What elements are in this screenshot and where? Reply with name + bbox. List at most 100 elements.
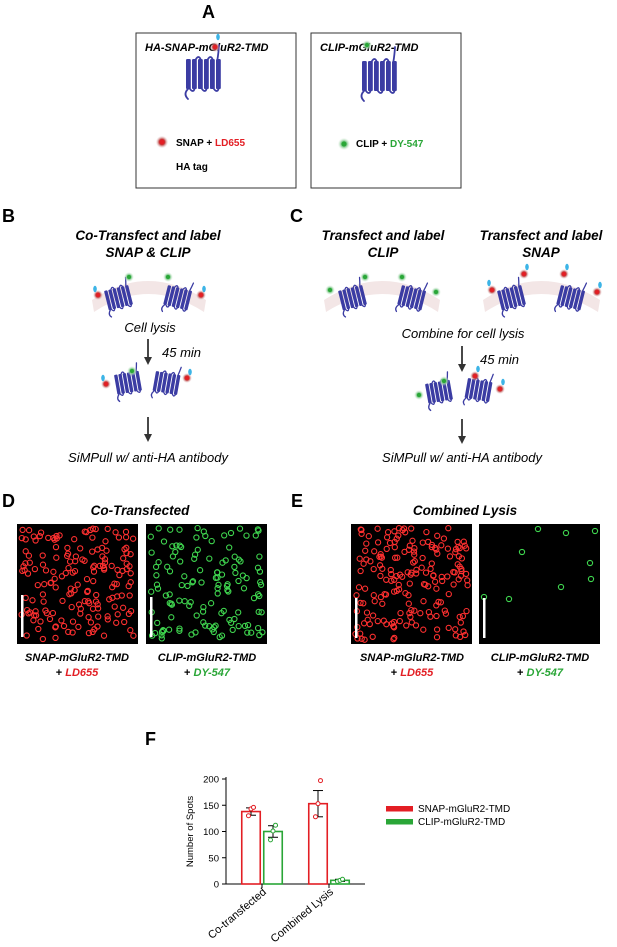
- fluorescent-spot: [104, 616, 111, 623]
- panel-c-right-title-line1: Transfect and label: [480, 228, 603, 243]
- fluorescent-spot: [431, 578, 439, 585]
- fluorescent-spot: [39, 591, 47, 598]
- fluorescent-spot: [81, 557, 88, 564]
- fluorescent-spot: [227, 529, 235, 537]
- fluorescent-spot: [181, 573, 188, 580]
- fluorescent-spot: [36, 532, 43, 540]
- fluorescent-spot: [452, 546, 460, 553]
- fluorescent-spot: [357, 599, 364, 607]
- fluorescent-spot: [196, 567, 204, 574]
- fluorescent-spot: [111, 580, 118, 587]
- fluorescent-spot: [460, 628, 467, 635]
- fluorescent-spot: [462, 570, 470, 578]
- panel-e-caption-right: CLIP-mGluR2-TMD: [491, 652, 589, 664]
- fluorescent-spot: [65, 628, 72, 636]
- fluorescent-spot: [155, 559, 162, 566]
- panel-d-title: Co-Transfected: [91, 503, 191, 518]
- panel-c-dimer-red-b-icon: [495, 384, 505, 394]
- fluorescent-spot: [177, 558, 184, 565]
- fluorescent-spot: [113, 580, 120, 588]
- panel-b-step2: SiMPull w/ anti-HA antibody: [68, 450, 229, 465]
- y-tick-label: 100: [203, 827, 219, 838]
- fluorescent-spot: [379, 600, 386, 607]
- data-point: [340, 876, 345, 882]
- fluorescent-spot: [122, 534, 130, 541]
- fluorescent-spot: [362, 547, 369, 554]
- fluorescent-spot: [445, 525, 452, 532]
- fluorescent-spot: [380, 617, 387, 624]
- fluorescent-spot: [111, 603, 118, 610]
- fluorescent-spot: [390, 588, 398, 595]
- fluorescent-spot: [29, 597, 36, 604]
- fluorescent-spot: [397, 609, 404, 617]
- fluorescent-spot: [47, 579, 54, 587]
- fluorescent-spot: [437, 599, 445, 606]
- fluorescent-spot: [24, 570, 32, 577]
- fluorescent-spot: [452, 626, 459, 633]
- panel-c-right-red-b-icon: [519, 269, 529, 279]
- fluorescent-spot: [254, 591, 262, 598]
- fluorescent-spot: [193, 612, 200, 619]
- fluorescent-spot: [176, 625, 183, 632]
- fluorescent-spot: [562, 529, 570, 537]
- fluorescent-spot: [52, 543, 60, 551]
- fluorescent-spot: [42, 607, 49, 614]
- fluorescent-spot: [52, 623, 59, 630]
- panel-e-red-image: [351, 524, 472, 644]
- panel-c-left-green-c-icon: [397, 272, 407, 282]
- panel-b-dimer-green-left-icon: [127, 366, 137, 376]
- fluorescent-spot: [72, 558, 79, 565]
- fluorescent-spot: [399, 527, 406, 534]
- fluorescent-spot: [455, 576, 462, 583]
- snap-construct-title: HA-SNAP-mGluR2-TMD: [145, 42, 268, 54]
- fluorescent-spot: [370, 592, 377, 599]
- snap-red-dye-icon: [210, 42, 220, 52]
- fluorescent-spot: [391, 554, 399, 561]
- clip-legend-dot-icon: [337, 137, 351, 151]
- fluorescent-spot: [408, 619, 415, 626]
- fluorescent-spot: [231, 553, 238, 560]
- panel-c-dimer-red-a-icon: [470, 371, 480, 381]
- fluorescent-spot: [60, 622, 68, 630]
- fluorescent-spot: [23, 606, 31, 614]
- fluorescent-spot: [456, 633, 464, 641]
- fluorescent-spot: [435, 598, 442, 606]
- fluorescent-spot: [445, 624, 452, 632]
- fluorescent-spot: [173, 542, 180, 549]
- fluorescent-spot: [53, 554, 60, 561]
- panel-letter-c: C: [290, 206, 303, 226]
- fluorescent-spot: [158, 635, 165, 642]
- fluorescent-spot: [412, 622, 420, 629]
- data-point: [246, 813, 251, 819]
- fluorescent-spot: [383, 545, 390, 553]
- fluorescent-spot: [81, 597, 88, 605]
- panel-c-right-ha-c-icon: [565, 263, 569, 271]
- fluorescent-spot: [123, 549, 130, 557]
- panel-b-dimer-right-icon: [150, 362, 183, 403]
- panel-c-dimer-ha-b-icon: [501, 378, 505, 386]
- data-point: [318, 778, 323, 784]
- fluorescent-spot: [587, 575, 595, 583]
- fluorescent-spot: [215, 581, 222, 588]
- fluorescent-spot: [89, 605, 97, 612]
- fluorescent-spot: [239, 572, 247, 579]
- fluorescent-spot: [162, 592, 170, 599]
- fluorescent-spot: [191, 551, 199, 558]
- fluorescent-spot: [434, 532, 441, 539]
- fluorescent-spot: [390, 624, 398, 631]
- fluorescent-spot: [463, 607, 470, 615]
- fluorescent-spot: [186, 602, 193, 609]
- fluorescent-spot: [419, 554, 426, 562]
- panel-c-step2: SiMPull w/ anti-HA antibody: [382, 450, 543, 465]
- fluorescent-spot: [53, 532, 60, 540]
- data-point: [270, 828, 276, 834]
- fluorescent-spot: [90, 564, 97, 571]
- fluorescent-spot: [221, 532, 228, 539]
- panel-c-time: 45 min: [480, 352, 519, 367]
- fluorescent-spot: [152, 563, 160, 571]
- fluorescent-spot: [26, 559, 33, 566]
- fluorescent-spot: [423, 528, 430, 536]
- fluorescent-spot: [127, 551, 134, 558]
- panel-c-left-green-b-icon: [360, 272, 370, 282]
